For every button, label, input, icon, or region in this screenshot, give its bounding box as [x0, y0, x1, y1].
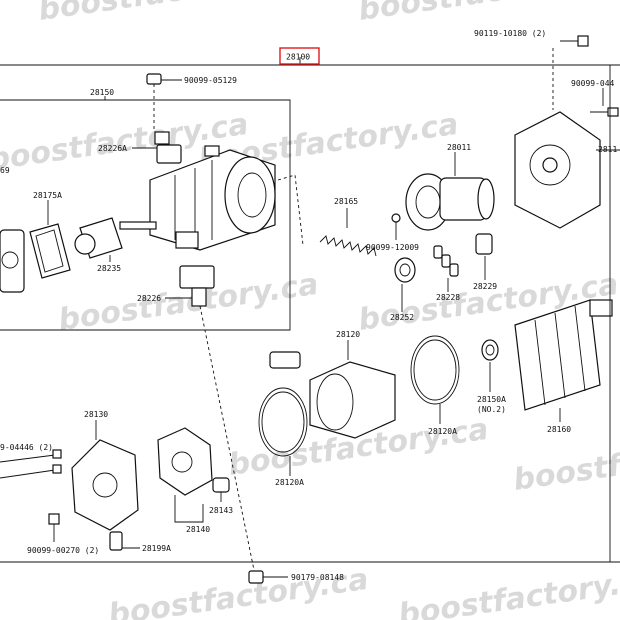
nut-90099-05129: 90099-05129 — [146, 73, 237, 130]
part-28228: 28228 — [433, 245, 460, 302]
part-28120A-right: 28120A — [410, 335, 460, 436]
part-28143: 28143 — [209, 477, 233, 515]
label-28150A: 28150A — [477, 395, 506, 404]
label-28226: 28226 — [137, 294, 161, 303]
link-dash — [277, 174, 304, 246]
label-28150A-sub: (NO.2) — [477, 405, 506, 414]
part-solenoid-body — [149, 145, 276, 251]
label-28120A-lower: 28120A — [275, 478, 304, 487]
part-28150A: 28150A (NO.2) — [477, 339, 506, 414]
part-2811-housing: 2811 — [514, 111, 620, 229]
part-28229: 28229 — [473, 233, 497, 291]
part-28165: 28165 — [319, 197, 377, 257]
watermark-8: boostfactory.ca — [511, 427, 620, 498]
label-28199A: 28199A — [142, 544, 171, 553]
part-28011: 28011 — [405, 143, 495, 231]
assembly-label: 28100 — [286, 53, 310, 62]
label-90099-044: 90099-044 — [571, 79, 615, 88]
label-90099-00270: 90099-00270 (2) — [27, 546, 99, 555]
label-28130: 28130 — [84, 410, 108, 419]
label-9-04446: 9-04446 (2) — [0, 443, 53, 452]
part-28235: 28235 — [74, 217, 157, 273]
label-90099-05129: 90099-05129 — [184, 76, 237, 85]
part-28140: 28140 — [157, 427, 213, 534]
part-28120: 28120 — [269, 330, 396, 439]
part-28226A: 28226A — [98, 131, 182, 164]
part-28175A: 28175A — [29, 191, 71, 279]
bolt-9-04446: 9-04446 (2) — [0, 443, 62, 479]
part-left-housing: 69 — [0, 166, 25, 293]
bolt-90119-10180: 90119-10180 (2) — [474, 29, 589, 110]
label-28252: 28252 — [390, 313, 414, 322]
label-28229: 28229 — [473, 282, 497, 291]
part-28130: 28130 — [71, 410, 139, 531]
label-28175A: 28175A — [33, 191, 62, 200]
label-28140: 28140 — [186, 525, 210, 534]
label-28165: 28165 — [334, 197, 358, 206]
label-28226A: 28226A — [98, 144, 127, 153]
label-28143: 28143 — [209, 506, 233, 515]
part-28199A: 28199A — [109, 531, 171, 553]
bolt-90099-044: 90099-044 — [571, 79, 619, 117]
label-90119-10180: 90119-10180 (2) — [474, 29, 546, 38]
watermark-1: boostfactory.ca — [356, 0, 620, 28]
assembly-label-highlight — [279, 47, 320, 65]
label-28160: 28160 — [547, 425, 571, 434]
nut-90179-08148: 90179-08148 — [248, 570, 344, 584]
part-28160: 28160 — [514, 299, 613, 434]
watermark-9: boostfactory.ca — [106, 562, 370, 620]
label-28150: 28150 — [90, 88, 114, 97]
assembly-frame: 28100 — [0, 47, 620, 563]
watermark-10: boostfactory.ca — [396, 562, 620, 620]
label-28120A-right: 28120A — [428, 427, 457, 436]
subassembly-28150-frame: 28150 — [0, 88, 291, 331]
label-28228: 28228 — [436, 293, 460, 302]
part-28226: 28226 — [137, 265, 256, 576]
part-28252: 28252 — [390, 257, 416, 322]
watermark-2: boostfactory.ca — [36, 0, 300, 28]
label-28235: 28235 — [97, 264, 121, 273]
part-90099-12009: 90099-12009 — [366, 213, 419, 252]
label-28120: 28120 — [336, 330, 360, 339]
screw-90099-00270: 90099-00270 (2) — [27, 513, 99, 555]
label-90099-12009: 90099-12009 — [366, 243, 419, 252]
label-28011: 28011 — [447, 143, 471, 152]
label-69: 69 — [0, 166, 10, 175]
label-2811: 2811 — [598, 145, 617, 154]
part-28120A-lower: 28120A — [258, 387, 308, 487]
label-90179-08148: 90179-08148 — [291, 573, 344, 582]
